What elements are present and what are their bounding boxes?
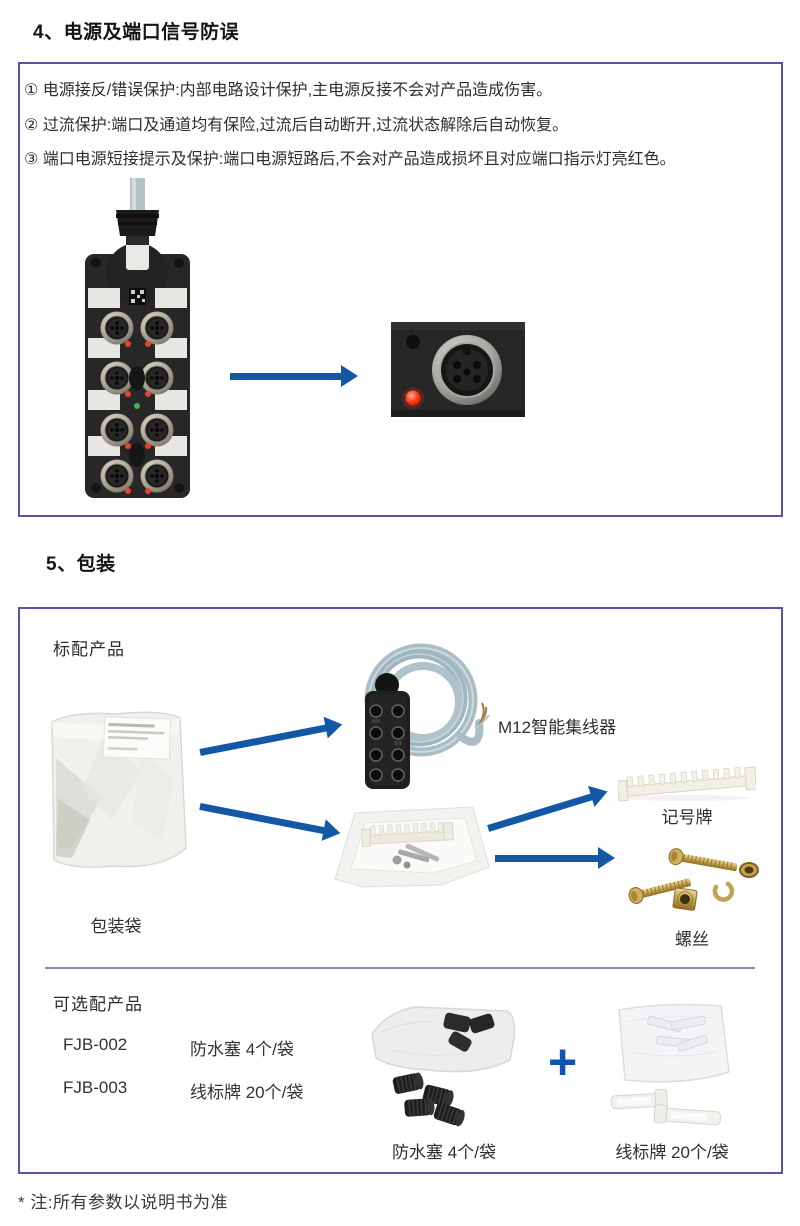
- tray-marker-strip: [361, 821, 454, 847]
- hub-with-cable-coil-photo: [364, 643, 490, 789]
- tray-screws: [392, 843, 440, 869]
- accessory-tray-photo: [334, 806, 490, 888]
- plus-icon: +: [548, 1034, 578, 1090]
- protection-point-3: ③ 端口电源短接提示及保护:端口电源短路后,不会对产品造成损坏且对应端口指示灯亮…: [24, 151, 676, 168]
- screw-2: [628, 878, 691, 904]
- hub-caption: M12智能集线器: [498, 718, 617, 737]
- flow-arrow-icon: [198, 713, 345, 763]
- wire-tags-bag-photo: [610, 1003, 730, 1126]
- flow-arrow-icon: [230, 365, 358, 387]
- tags-inside-bag: [646, 1015, 708, 1052]
- flow-arrow-icon: [198, 795, 343, 845]
- marker-strip-photo: [618, 766, 756, 802]
- protection-point-2: ② 过流保护:端口及通道均有保险,过流后自动断开,过流状态解除后自动恢复。: [24, 117, 569, 134]
- model-desc: 线标牌 20个/袋: [190, 1083, 304, 1102]
- section4-box: ① 电源接反/错误保护:内部电路设计保护,主电源反接不会对产品造成伤害。 ② 过…: [18, 62, 783, 517]
- optional-products-heading: 可选配产品: [53, 995, 143, 1014]
- model-number: FJB-003: [63, 1078, 128, 1097]
- square-nut: [672, 887, 698, 911]
- coil-hub: [365, 673, 410, 789]
- m12-hub-photo: [85, 178, 190, 498]
- section4-title: 4、电源及端口信号防误: [33, 22, 240, 43]
- screw-1: [668, 848, 738, 872]
- protection-point-1: ① 电源接反/错误保护:内部电路设计保护,主电源反接不会对产品造成伤害。: [24, 82, 553, 99]
- clear-tag-2: [653, 1104, 722, 1126]
- screws-caption: 螺丝: [675, 930, 709, 949]
- loose-plugs: [391, 1071, 468, 1129]
- footer-note: * 注:所有参数以说明书为准: [18, 1193, 229, 1212]
- section-divider: [45, 967, 755, 969]
- qr-code: [129, 288, 146, 305]
- clear-tag-1: [610, 1088, 669, 1110]
- plugs-caption: 防水塞 4个/袋: [392, 1143, 496, 1162]
- section5-title: 5、包装: [46, 554, 116, 575]
- model-desc: 防水塞 4个/袋: [190, 1040, 294, 1059]
- wire-tags-caption: 线标牌 20个/袋: [615, 1143, 729, 1162]
- optional-row-fjb003: FJB-003 线标牌 20个/袋: [63, 1078, 303, 1103]
- standard-products-heading: 标配产品: [53, 640, 125, 659]
- split-washer: [712, 881, 735, 902]
- waterproof-plugs-bag-photo: [371, 1006, 516, 1129]
- power-green-led: [134, 403, 140, 409]
- packaging-bag-photo: [51, 711, 187, 868]
- red-led-lit: [405, 390, 421, 406]
- section5-box: 标配产品 包装袋: [18, 607, 783, 1174]
- unlit-led: [406, 335, 420, 349]
- flow-arrow-icon: [495, 847, 615, 869]
- model-number: FJB-002: [63, 1035, 128, 1054]
- plugs-inside-bag: [443, 1012, 495, 1052]
- flow-arrow-icon: [485, 780, 611, 839]
- optional-row-fjb002: FJB-002 防水塞 4个/袋: [63, 1035, 294, 1060]
- marker-strip-caption: 记号牌: [661, 808, 713, 827]
- bag-label: [102, 716, 172, 760]
- port-red-led-closeup-photo: [391, 322, 525, 417]
- stripped-wire-ends: [474, 702, 490, 729]
- bag-caption: 包装袋: [90, 917, 142, 936]
- screws-photo: [628, 848, 759, 911]
